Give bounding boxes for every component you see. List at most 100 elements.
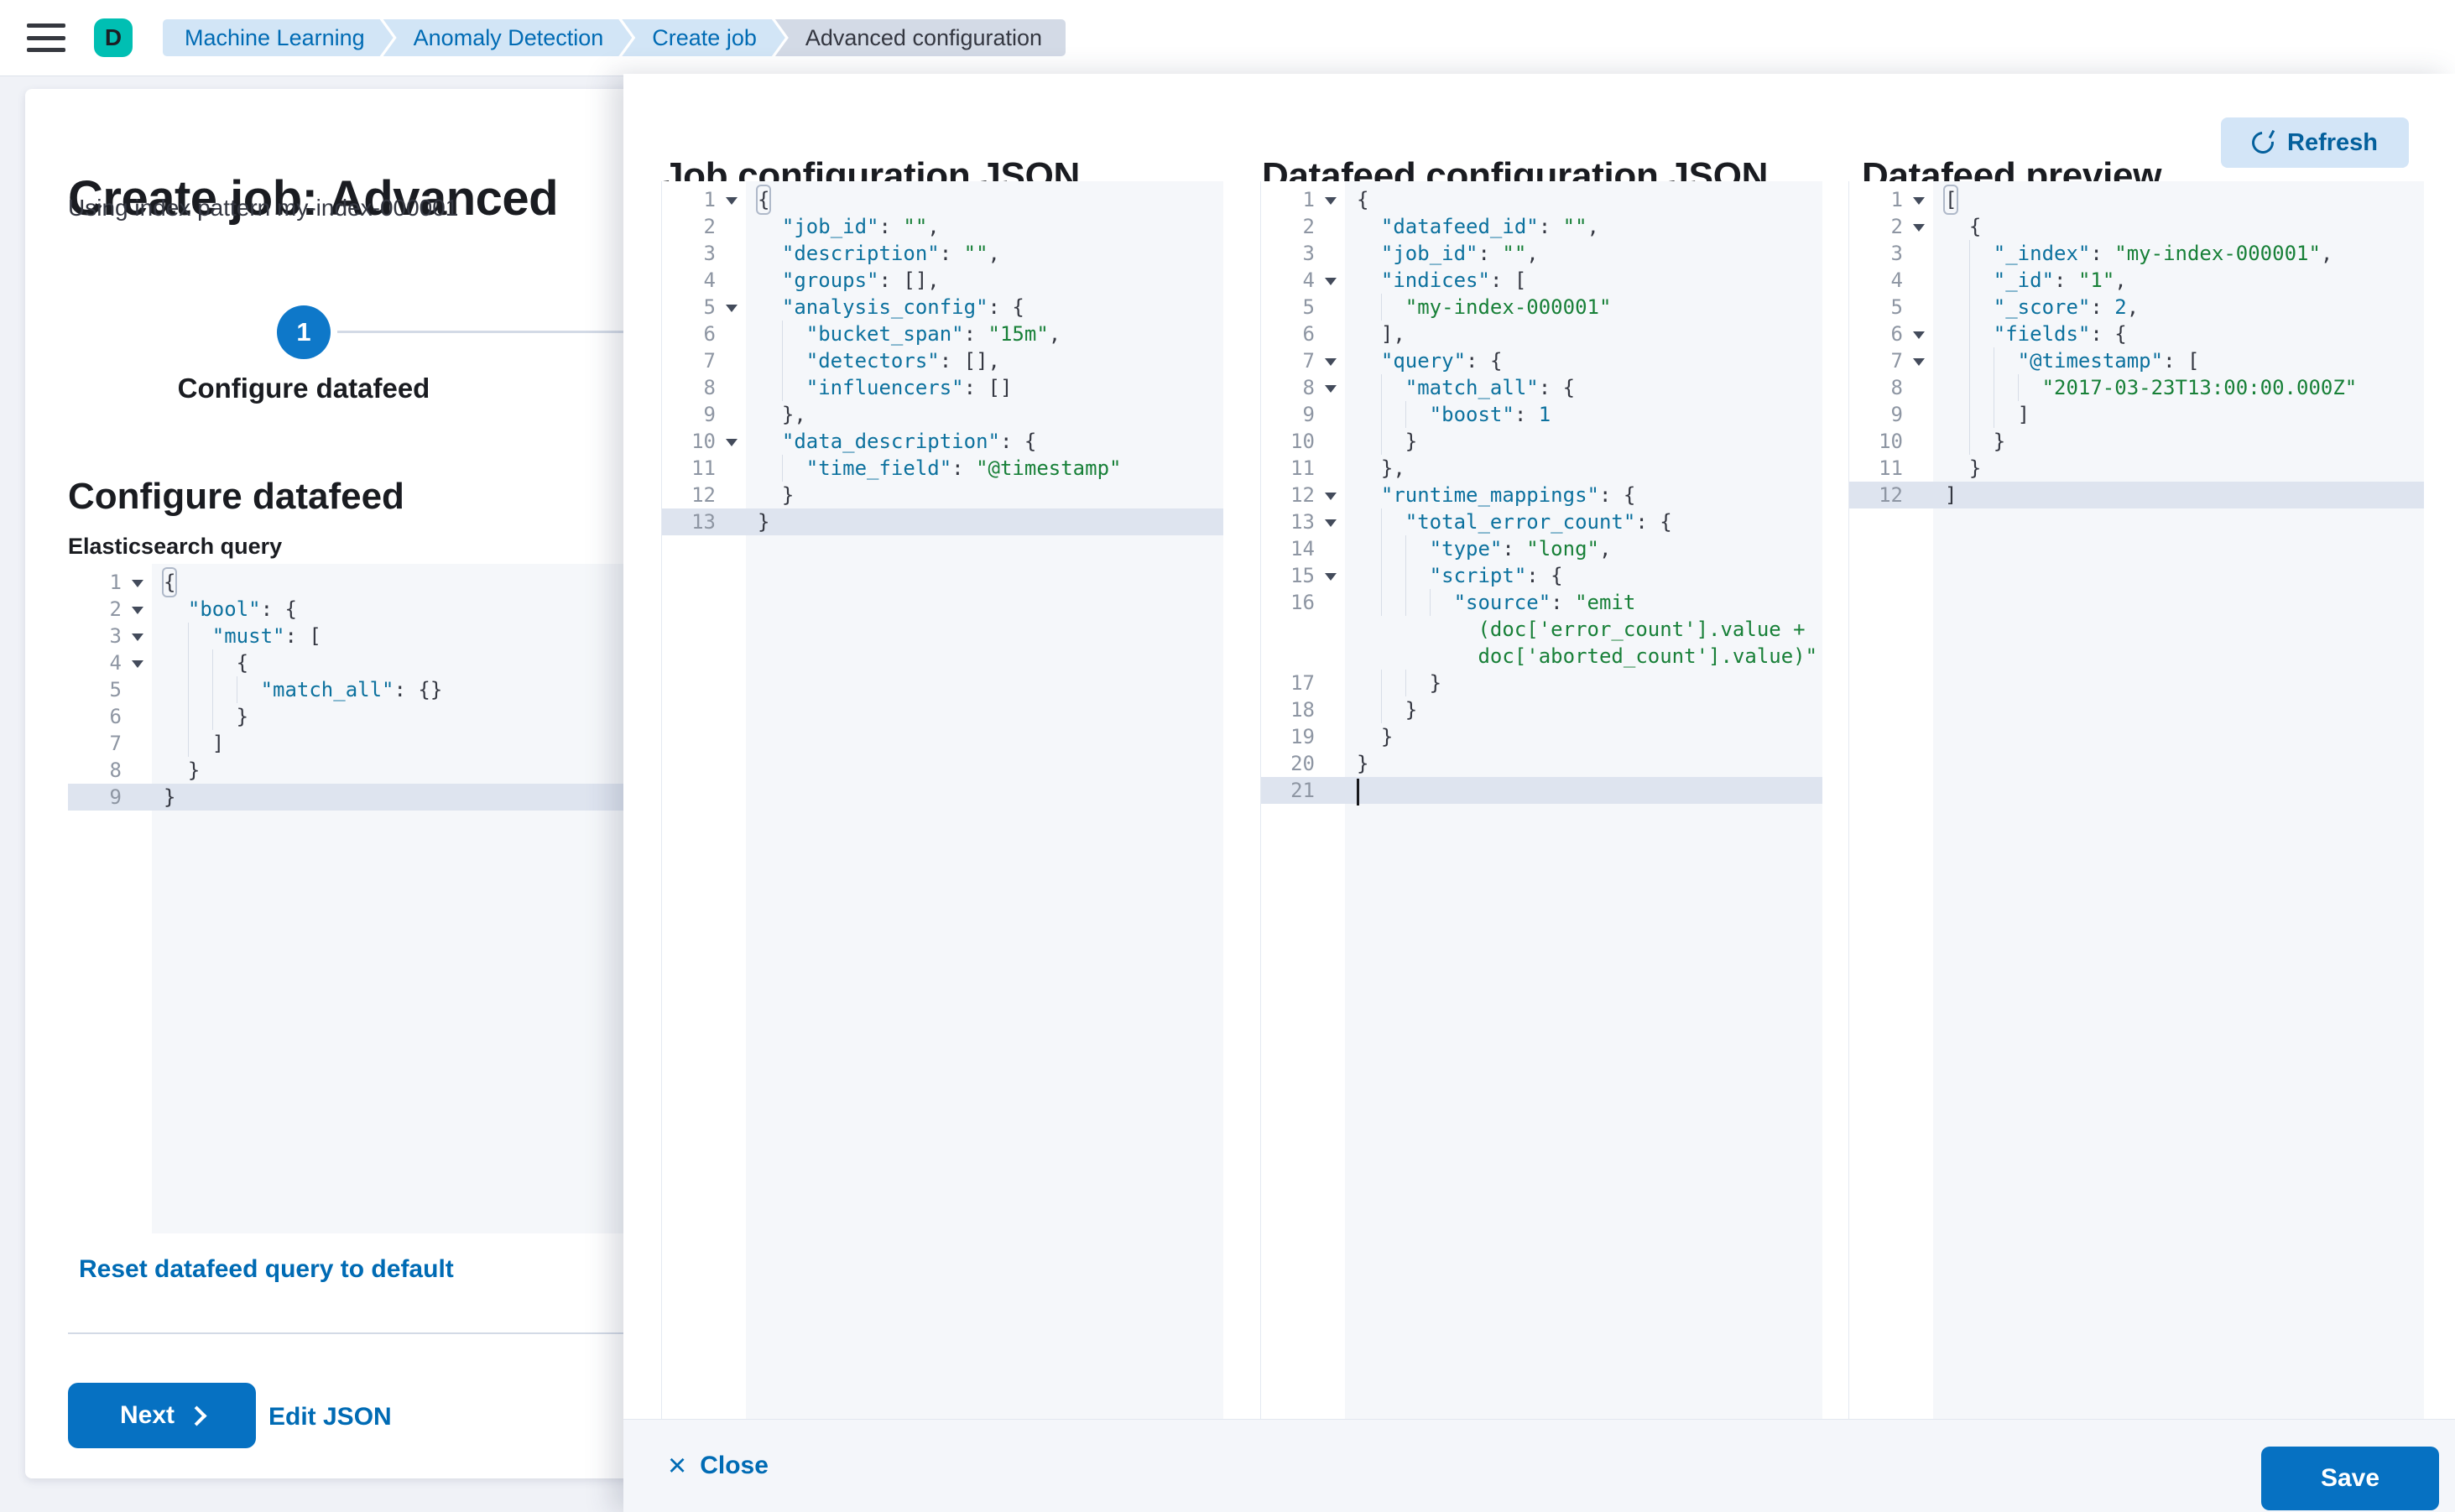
indent-guide (1381, 696, 1405, 723)
fold-toggle-icon[interactable] (132, 633, 143, 641)
fold-toggle-icon[interactable] (1325, 573, 1337, 581)
indent-guide (1969, 428, 1994, 455)
code-line: 2"datafeed_id": "", (1302, 215, 1599, 238)
indent-guide (1381, 294, 1405, 321)
fold-toggle-icon[interactable] (132, 607, 143, 614)
line-number: 17 (1290, 671, 1315, 695)
line-number: 10 (1290, 430, 1315, 453)
next-button[interactable]: Next (68, 1383, 256, 1448)
step-1-indicator[interactable]: 1 (277, 305, 331, 359)
menu-bar (27, 23, 65, 28)
line-number: 3 (703, 242, 716, 265)
breadcrumb-item[interactable]: Anomaly Detection (383, 19, 633, 56)
editor-gutter (1849, 181, 1933, 1420)
fold-toggle-icon[interactable] (726, 197, 738, 205)
indent-guide (188, 730, 212, 757)
line-number: 2 (1890, 215, 1903, 238)
indent-guide (782, 374, 806, 401)
breadcrumb-item[interactable]: Create job (622, 19, 785, 56)
indent-guide (1381, 589, 1405, 616)
indent-guide (782, 347, 806, 374)
indent-guide (1994, 374, 2018, 401)
line-number: 5 (703, 295, 716, 319)
code-line: 17} (1290, 671, 1442, 695)
create-job-panel: Create job: Advanced Using index pattern… (25, 89, 698, 1478)
line-number: 10 (691, 430, 716, 453)
advanced-json-flyout: Job configuration JSON Datafeed configur… (623, 74, 2455, 1512)
code-line: 8"2017-03-23T13:00:00.000Z" (1890, 374, 2358, 401)
line-number: 16 (1290, 591, 1315, 614)
indent-guide (1381, 374, 1405, 401)
code-line: 18} (1290, 696, 1418, 723)
fold-toggle-icon[interactable] (1913, 224, 1925, 232)
menu-icon[interactable] (27, 23, 65, 52)
chevron-right-icon (186, 1405, 207, 1426)
fold-toggle-icon[interactable] (1325, 358, 1337, 366)
indent-guide (1969, 374, 1994, 401)
line-number: 4 (109, 651, 122, 675)
save-button[interactable]: Save (2261, 1447, 2439, 1510)
line-number: 13 (1290, 510, 1315, 534)
breadcrumb-item[interactable]: Machine Learning (163, 19, 394, 56)
code-line: 2{ (1890, 215, 1982, 238)
editor-gutter (662, 181, 746, 1420)
code-line: 4"groups": [], (703, 269, 940, 292)
indent-guide (1969, 240, 1994, 267)
code-line: 6"fields": { (1890, 321, 2127, 347)
fold-toggle-icon[interactable] (1913, 358, 1925, 366)
datafeed-preview-editor[interactable]: 1[2{3"_index": "my-index-000001",4"_id":… (1848, 181, 2424, 1420)
indent-guide (237, 676, 261, 703)
indent-guide (1405, 562, 1430, 589)
line-number: 4 (703, 269, 716, 292)
code-line: 7"@timestamp": [ (1890, 349, 2200, 373)
line-number: 1 (1302, 188, 1315, 211)
code-line: 2"bool": { (109, 597, 297, 621)
datafeed-configuration-editor[interactable]: 1{2"datafeed_id": "",3"job_id": "",4"ind… (1260, 181, 1822, 1420)
indent-guide (1969, 267, 1994, 294)
line-number: 3 (1302, 242, 1315, 265)
section-heading: Configure datafeed (68, 475, 404, 517)
fold-toggle-icon[interactable] (132, 580, 143, 587)
job-configuration-editor[interactable]: 1{2"job_id": "",3"description": "",4"gro… (661, 181, 1223, 1420)
code-line: 15"script": { (1290, 562, 1563, 589)
fold-toggle-icon[interactable] (1913, 331, 1925, 339)
code-line: 21 (1261, 777, 1822, 806)
fold-toggle-icon[interactable] (726, 439, 738, 446)
line-number: 1 (1890, 188, 1903, 211)
fold-toggle-icon[interactable] (1913, 197, 1925, 205)
indent-guide (1969, 321, 1994, 347)
code-line: 3"_index": "my-index-000001", (1890, 240, 2333, 267)
code-line: 1{ (1302, 188, 1369, 211)
indent-guide (1405, 401, 1430, 428)
indent-guide (1430, 589, 1454, 616)
fold-toggle-icon[interactable] (1325, 278, 1337, 285)
indent-guide (188, 676, 212, 703)
code-line: (doc['error_count'].value + (1478, 618, 1806, 641)
line-number: 13 (691, 510, 716, 534)
code-line: 8"match_all": { (1302, 374, 1576, 401)
indent-guide (1405, 589, 1430, 616)
fold-toggle-icon[interactable] (1325, 197, 1337, 205)
indent-guide (188, 623, 212, 649)
close-button[interactable]: × Close (663, 1450, 774, 1482)
line-number: 6 (1890, 322, 1903, 346)
refresh-button[interactable]: Refresh (2221, 117, 2409, 168)
edit-json-link[interactable]: Edit JSON (268, 1403, 392, 1431)
fold-toggle-icon[interactable] (132, 660, 143, 668)
code-line: 10} (1879, 428, 2006, 455)
indent-guide (188, 649, 212, 676)
elasticsearch-query-editor[interactable]: 1{2"bool": {3"must": [4{5"match_all": {}… (68, 564, 664, 1233)
line-number: 6 (109, 705, 122, 728)
space-avatar[interactable]: D (94, 18, 133, 57)
line-number: 9 (109, 785, 122, 809)
fold-toggle-icon[interactable] (1325, 385, 1337, 393)
line-number: 5 (1890, 295, 1903, 319)
line-number: 7 (1302, 349, 1315, 373)
fold-toggle-icon[interactable] (1325, 493, 1337, 500)
text-cursor (1357, 779, 1359, 806)
reset-datafeed-query-link[interactable]: Reset datafeed query to default (79, 1255, 454, 1283)
fold-toggle-icon[interactable] (726, 305, 738, 312)
line-number: 21 (1290, 779, 1315, 802)
fold-toggle-icon[interactable] (1325, 519, 1337, 527)
